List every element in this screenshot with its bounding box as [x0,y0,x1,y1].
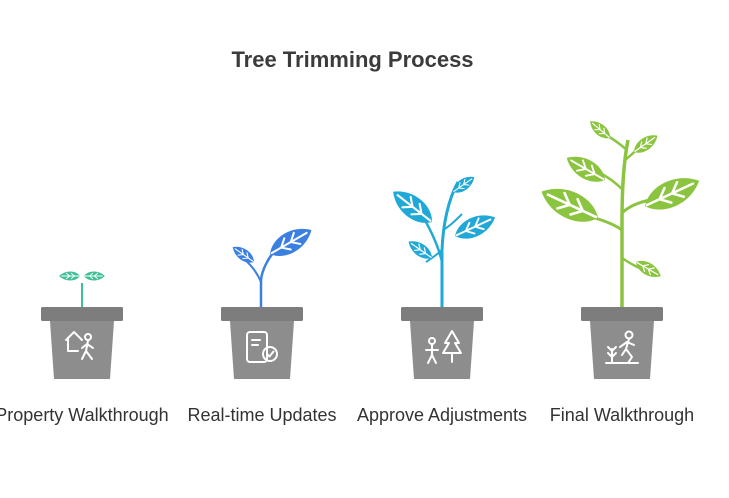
stage-3-pot [401,307,483,379]
stage-4-plant [534,116,706,307]
planting-person-icon [605,330,639,364]
leaf-icon [83,271,106,281]
leaf-icon [263,220,318,264]
leaf-icon [385,182,440,232]
stage-1-pot [41,307,123,379]
stage-2-pot [221,307,303,379]
leaf-icon [632,256,665,283]
stage-4-label: Final Walkthrough [549,405,695,425]
stage-3-label: Approve Adjustments [356,405,528,425]
leaf-icon [58,271,81,281]
house-walker-icon [65,331,94,360]
leaf-icon [534,178,606,232]
leaf-icon [638,167,706,220]
stage-2-plant [228,220,318,307]
leaf-icon [561,148,611,190]
leaf-icon [450,207,501,246]
leaf-icon [228,241,258,268]
stage-3-plant [385,171,501,307]
stage-4-pot [581,307,663,379]
stage-1-label: Property Walkthrough [0,405,169,425]
person-tree-icon [425,330,462,364]
stage-2-label: Real-time Updates [187,405,337,425]
page-title: Tree Trimming Process [231,47,474,72]
stage-1-plant [58,271,106,307]
phone-check-icon [246,331,278,363]
leaf-icon [629,129,662,158]
